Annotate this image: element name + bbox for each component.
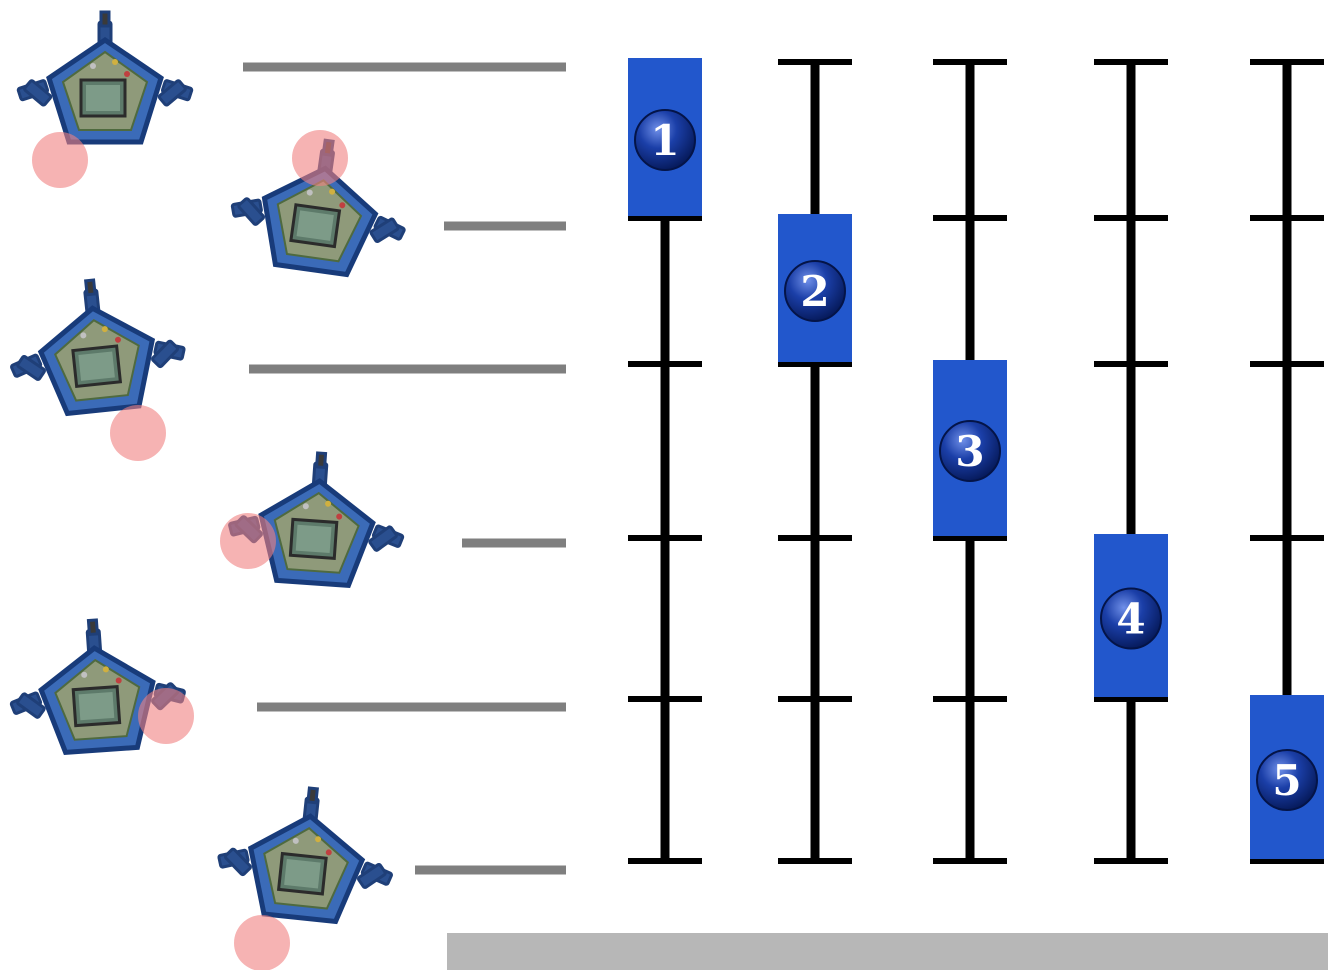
highlight-circle bbox=[234, 915, 290, 970]
step-number: 5 bbox=[1272, 756, 1301, 805]
phase-block-3: 3 bbox=[933, 360, 1007, 536]
robot-pose-3 bbox=[3, 271, 190, 419]
step-badge bbox=[939, 420, 1001, 482]
phase-block-5: 5 bbox=[1250, 695, 1324, 859]
phase-block-4: 4 bbox=[1094, 534, 1168, 697]
robot-icon bbox=[3, 271, 190, 419]
robot-pose-6 bbox=[213, 779, 400, 927]
highlight-circle bbox=[110, 405, 166, 461]
step-number: 1 bbox=[650, 116, 679, 165]
highlight-circle bbox=[292, 130, 348, 186]
robot-poses bbox=[3, 12, 416, 970]
robot-icon bbox=[18, 12, 193, 142]
step-badge bbox=[784, 260, 846, 322]
phase-blocks: 1 2 3 4 5 bbox=[628, 58, 1324, 859]
phase-block-2: 2 bbox=[778, 214, 852, 362]
robot-pose-1 bbox=[18, 12, 193, 142]
phase-block-1: 1 bbox=[628, 58, 702, 216]
rail-4 bbox=[1094, 59, 1168, 864]
base-bar bbox=[447, 933, 1328, 970]
rail-2 bbox=[778, 59, 852, 864]
step-badge bbox=[1256, 749, 1318, 811]
sequence-rails bbox=[628, 59, 1324, 864]
step-badge bbox=[1100, 587, 1162, 650]
pose-connectors bbox=[243, 62, 566, 875]
highlight-circle bbox=[32, 132, 88, 188]
step-number: 2 bbox=[800, 267, 829, 316]
step-badge bbox=[634, 109, 696, 171]
step-number: 3 bbox=[955, 427, 984, 476]
step-number: 4 bbox=[1116, 595, 1145, 644]
highlight-circle bbox=[138, 688, 194, 744]
highlight-circle bbox=[220, 513, 276, 569]
robot-icon bbox=[213, 779, 400, 927]
